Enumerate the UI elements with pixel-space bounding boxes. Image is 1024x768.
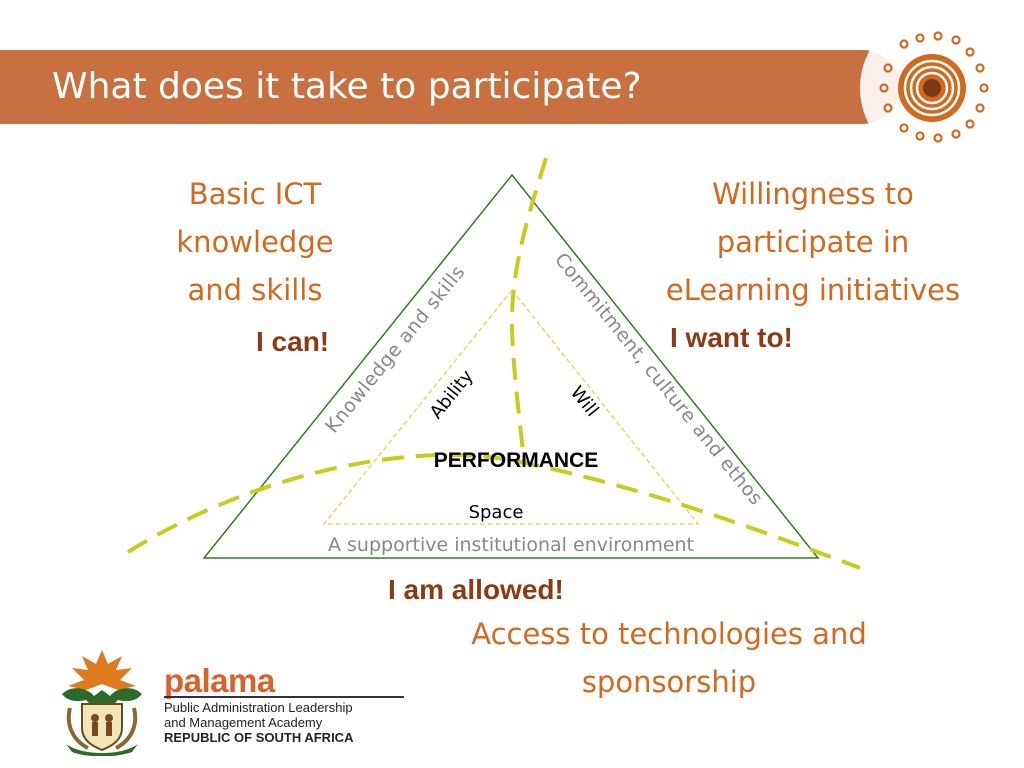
bottom-block-line: Access to technologies and xyxy=(471,617,867,651)
palama-line-2: and Management Academy xyxy=(164,715,323,730)
bottom-block-text: Access to technologies and sponsorship xyxy=(444,610,894,706)
palama-line-1: Public Administration Leadership xyxy=(164,700,353,715)
dashed-curve-vertical xyxy=(509,157,548,463)
outer-bottom-label: A supportive institutional environment xyxy=(328,534,694,556)
concentric-circles-dots-icon xyxy=(860,10,1016,166)
right-tagline: I want to! xyxy=(670,322,793,353)
right-block-line: eLearning initiatives xyxy=(665,273,961,307)
right-block-line: participate in xyxy=(716,225,910,259)
south-africa-coat-of-arms-icon xyxy=(62,650,142,756)
palama-divider xyxy=(164,696,404,698)
dashed-curve-bottom xyxy=(126,453,861,570)
palama-line-3: REPUBLIC OF SOUTH AFRICA xyxy=(164,730,354,745)
inner-left-label: Ability xyxy=(426,366,478,423)
inner-bottom-label: Space xyxy=(469,502,524,523)
slide-title: What does it take to participate? xyxy=(52,66,642,107)
left-block-text: Basic ICT knowledge and skills xyxy=(150,170,360,314)
center-label: PERFORMANCE xyxy=(434,449,599,472)
title-bar xyxy=(0,50,900,124)
palama-brand: palama xyxy=(164,662,275,699)
left-tagline: I can! xyxy=(256,326,330,357)
left-block-line: knowledge xyxy=(176,225,334,259)
left-block-line: Basic ICT xyxy=(188,177,322,211)
bottom-tagline: I am allowed! xyxy=(388,574,564,605)
right-block-text: Willingness to participate in eLearning … xyxy=(644,170,982,314)
right-block-line: Willingness to xyxy=(712,177,914,211)
outer-triangle xyxy=(202,173,820,559)
inner-right-label: Will xyxy=(566,382,603,420)
left-block-line: and skills xyxy=(187,273,323,307)
bottom-block-line: sponsorship xyxy=(581,665,757,699)
